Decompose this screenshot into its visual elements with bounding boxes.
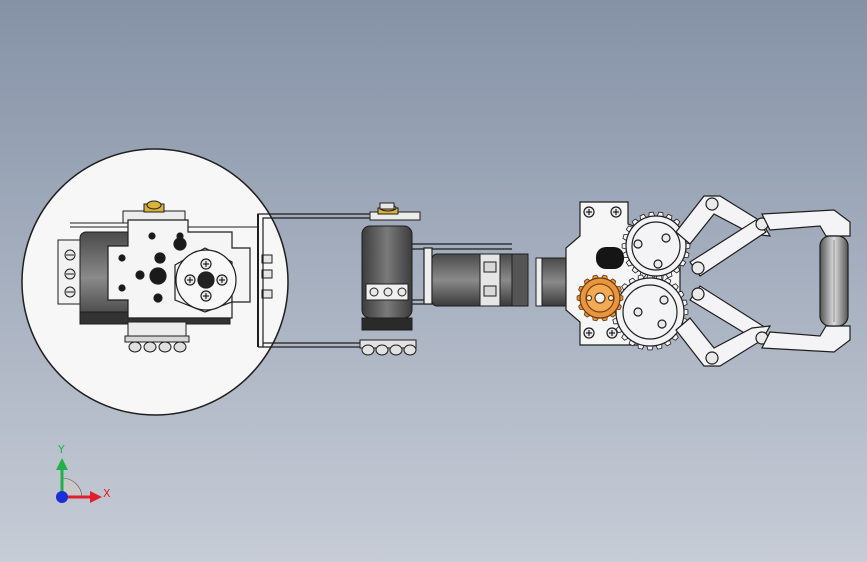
gripper-finger-links [675, 195, 772, 367]
axis-y-arrowhead [56, 458, 68, 470]
axis-triad [56, 458, 102, 503]
upper-arm-frame [257, 213, 380, 348]
gripper-drive-lever [596, 247, 624, 269]
elbow-servo [361, 225, 413, 331]
gripper-jaws [761, 209, 851, 353]
axis-y-label: Y [58, 443, 65, 456]
shoulder-servo-horn [174, 247, 237, 313]
base-servo-side-screws [261, 254, 273, 299]
axis-z-origin [56, 491, 68, 503]
elbow-top-flange [369, 202, 421, 221]
wrist-servo [431, 253, 529, 307]
base-bottom-bearing [124, 321, 190, 353]
gripper-gear-lower [615, 277, 685, 347]
gripper-pinion-gear [579, 277, 621, 319]
axis-x-label: X [103, 487, 111, 500]
axis-x-arrowhead [90, 491, 102, 503]
base-side-bracket [57, 239, 83, 305]
elbow-bottom-bearing [359, 339, 417, 356]
gripper-gear-upper [625, 215, 687, 277]
